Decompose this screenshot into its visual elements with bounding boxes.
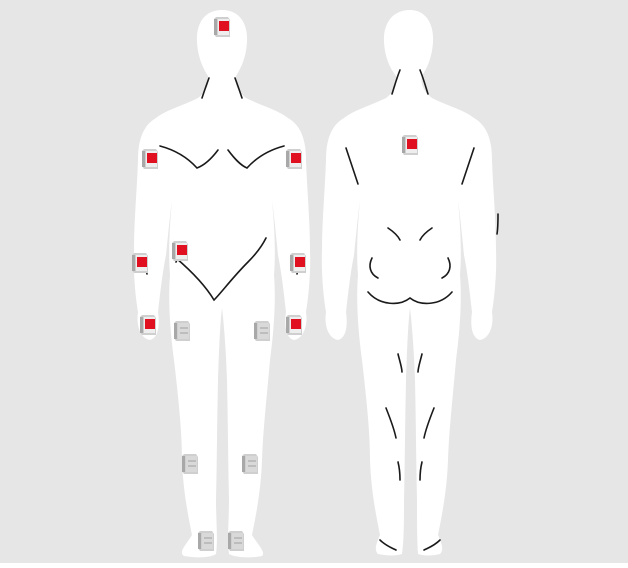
sensor-upper-arm-left[interactable] bbox=[286, 149, 302, 169]
sensor-abdomen-right[interactable] bbox=[172, 241, 188, 261]
sensor-indicator bbox=[177, 245, 187, 255]
sensor-shin-right[interactable] bbox=[182, 454, 198, 474]
sensor-indicator bbox=[219, 21, 229, 31]
sensor-upper-back[interactable] bbox=[402, 135, 418, 155]
sensor-upper-arm-right[interactable] bbox=[142, 149, 158, 169]
sensor-indicator bbox=[137, 257, 147, 267]
sensor-indicator bbox=[291, 319, 301, 329]
sensor-indicator bbox=[407, 139, 417, 149]
sensor-wrist-right[interactable] bbox=[140, 315, 156, 335]
sensor-thigh-left[interactable] bbox=[254, 321, 270, 341]
sensor-indicator bbox=[291, 153, 301, 163]
sensor-foot-left[interactable] bbox=[228, 531, 244, 551]
sensor-forehead[interactable] bbox=[214, 17, 230, 37]
sensor-foot-right[interactable] bbox=[198, 531, 214, 551]
sensor-shin-left[interactable] bbox=[242, 454, 258, 474]
diagram-area bbox=[14, 6, 614, 558]
sensor-indicator bbox=[295, 257, 305, 267]
sensor-indicator bbox=[147, 153, 157, 163]
sensor-indicator bbox=[145, 319, 155, 329]
sensor-thigh-right[interactable] bbox=[174, 321, 190, 341]
sensor-forearm-left[interactable] bbox=[290, 253, 306, 273]
sensor-wrist-left[interactable] bbox=[286, 315, 302, 335]
sensor-forearm-right[interactable] bbox=[132, 253, 148, 273]
